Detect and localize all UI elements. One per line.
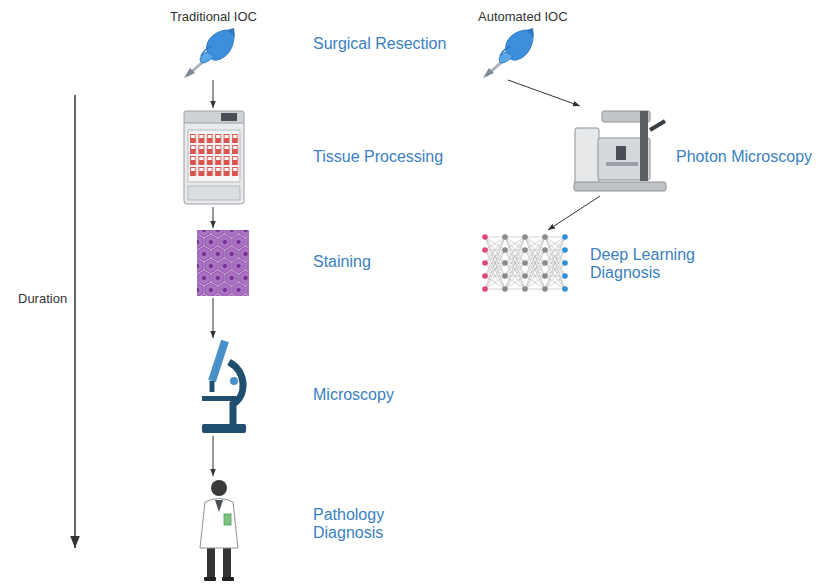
- microscope-icon: [202, 341, 246, 433]
- duration-arrow: [74, 95, 76, 548]
- process-step: Surgical Resection: [181, 26, 448, 80]
- scope-base: [574, 182, 666, 191]
- column-header: Traditional IOC: [170, 10, 257, 25]
- microscope-knob: [230, 377, 238, 385]
- lab-coat: [200, 499, 238, 549]
- pathologist-shoe: [222, 577, 234, 581]
- scalpel-icon: [483, 28, 534, 78]
- network-links: [525, 237, 545, 289]
- input-neurons: [482, 234, 488, 292]
- specimen-tube: [224, 514, 231, 525]
- microscope-tube: [212, 341, 225, 381]
- process-step: Pathology Diagnosis: [194, 476, 415, 584]
- scalpel-icon: [184, 28, 235, 78]
- processor-top: [184, 111, 244, 123]
- pathologist-leg: [207, 544, 215, 578]
- eyepiece: [650, 121, 665, 130]
- flow-arrow: [213, 80, 214, 108]
- laser-unit: [575, 128, 599, 184]
- flow-arrow: [548, 196, 600, 230]
- network-links: [545, 237, 565, 289]
- tissue-processor-icon: [184, 111, 244, 204]
- processor-screen: [221, 113, 237, 121]
- process-step: Staining: [195, 228, 373, 298]
- network-links: [485, 237, 505, 289]
- processor-body: [184, 120, 244, 204]
- step-label: Deep Learning Diagnosis: [590, 246, 702, 283]
- microscope-arm: [229, 362, 243, 424]
- column-header: Automated IOC: [478, 10, 568, 25]
- network-links: [505, 237, 525, 289]
- axis-label: Duration: [18, 292, 67, 307]
- processor-drawer: [188, 186, 240, 200]
- processor-panel: [188, 130, 240, 182]
- step-label: Surgical Resection: [313, 35, 446, 53]
- objective-lens: [616, 146, 626, 160]
- step-label: Microscopy: [313, 386, 394, 404]
- microscope-stage: [202, 396, 236, 401]
- step-label: Tissue Processing: [313, 148, 443, 166]
- flow-arrow: [508, 80, 580, 106]
- hidden-neurons: [502, 234, 548, 292]
- pathologist-icon: [200, 480, 238, 581]
- microscope-objective: [210, 381, 215, 392]
- neural-network-icon: [482, 234, 568, 292]
- process-step: Tissue Processing: [180, 108, 445, 207]
- flow-arrow: [213, 436, 214, 476]
- process-step: Microscopy: [196, 338, 396, 436]
- process-step: Photon Microscopy: [570, 106, 814, 196]
- pathologist-leg: [223, 544, 231, 578]
- step-label: Staining: [313, 253, 371, 271]
- flow-arrow: [213, 207, 214, 228]
- pathologist-head: [211, 480, 227, 496]
- output-neurons: [562, 234, 568, 292]
- step-label: Pathology Diagnosis: [313, 506, 413, 543]
- processor-cassettes: [189, 133, 239, 177]
- scope-stage: [606, 162, 638, 166]
- stained-tissue-icon: [197, 230, 249, 296]
- process-step: [480, 26, 536, 80]
- flow-arrow: [213, 298, 214, 338]
- step-label: Photon Microscopy: [676, 148, 812, 166]
- microscope-base: [202, 424, 246, 433]
- process-step: Deep Learning Diagnosis: [474, 230, 704, 296]
- scope-column: [640, 111, 648, 181]
- photon-microscope-icon: [574, 111, 666, 191]
- pathologist-shirt: [215, 500, 223, 512]
- pathologist-shoe: [204, 577, 216, 581]
